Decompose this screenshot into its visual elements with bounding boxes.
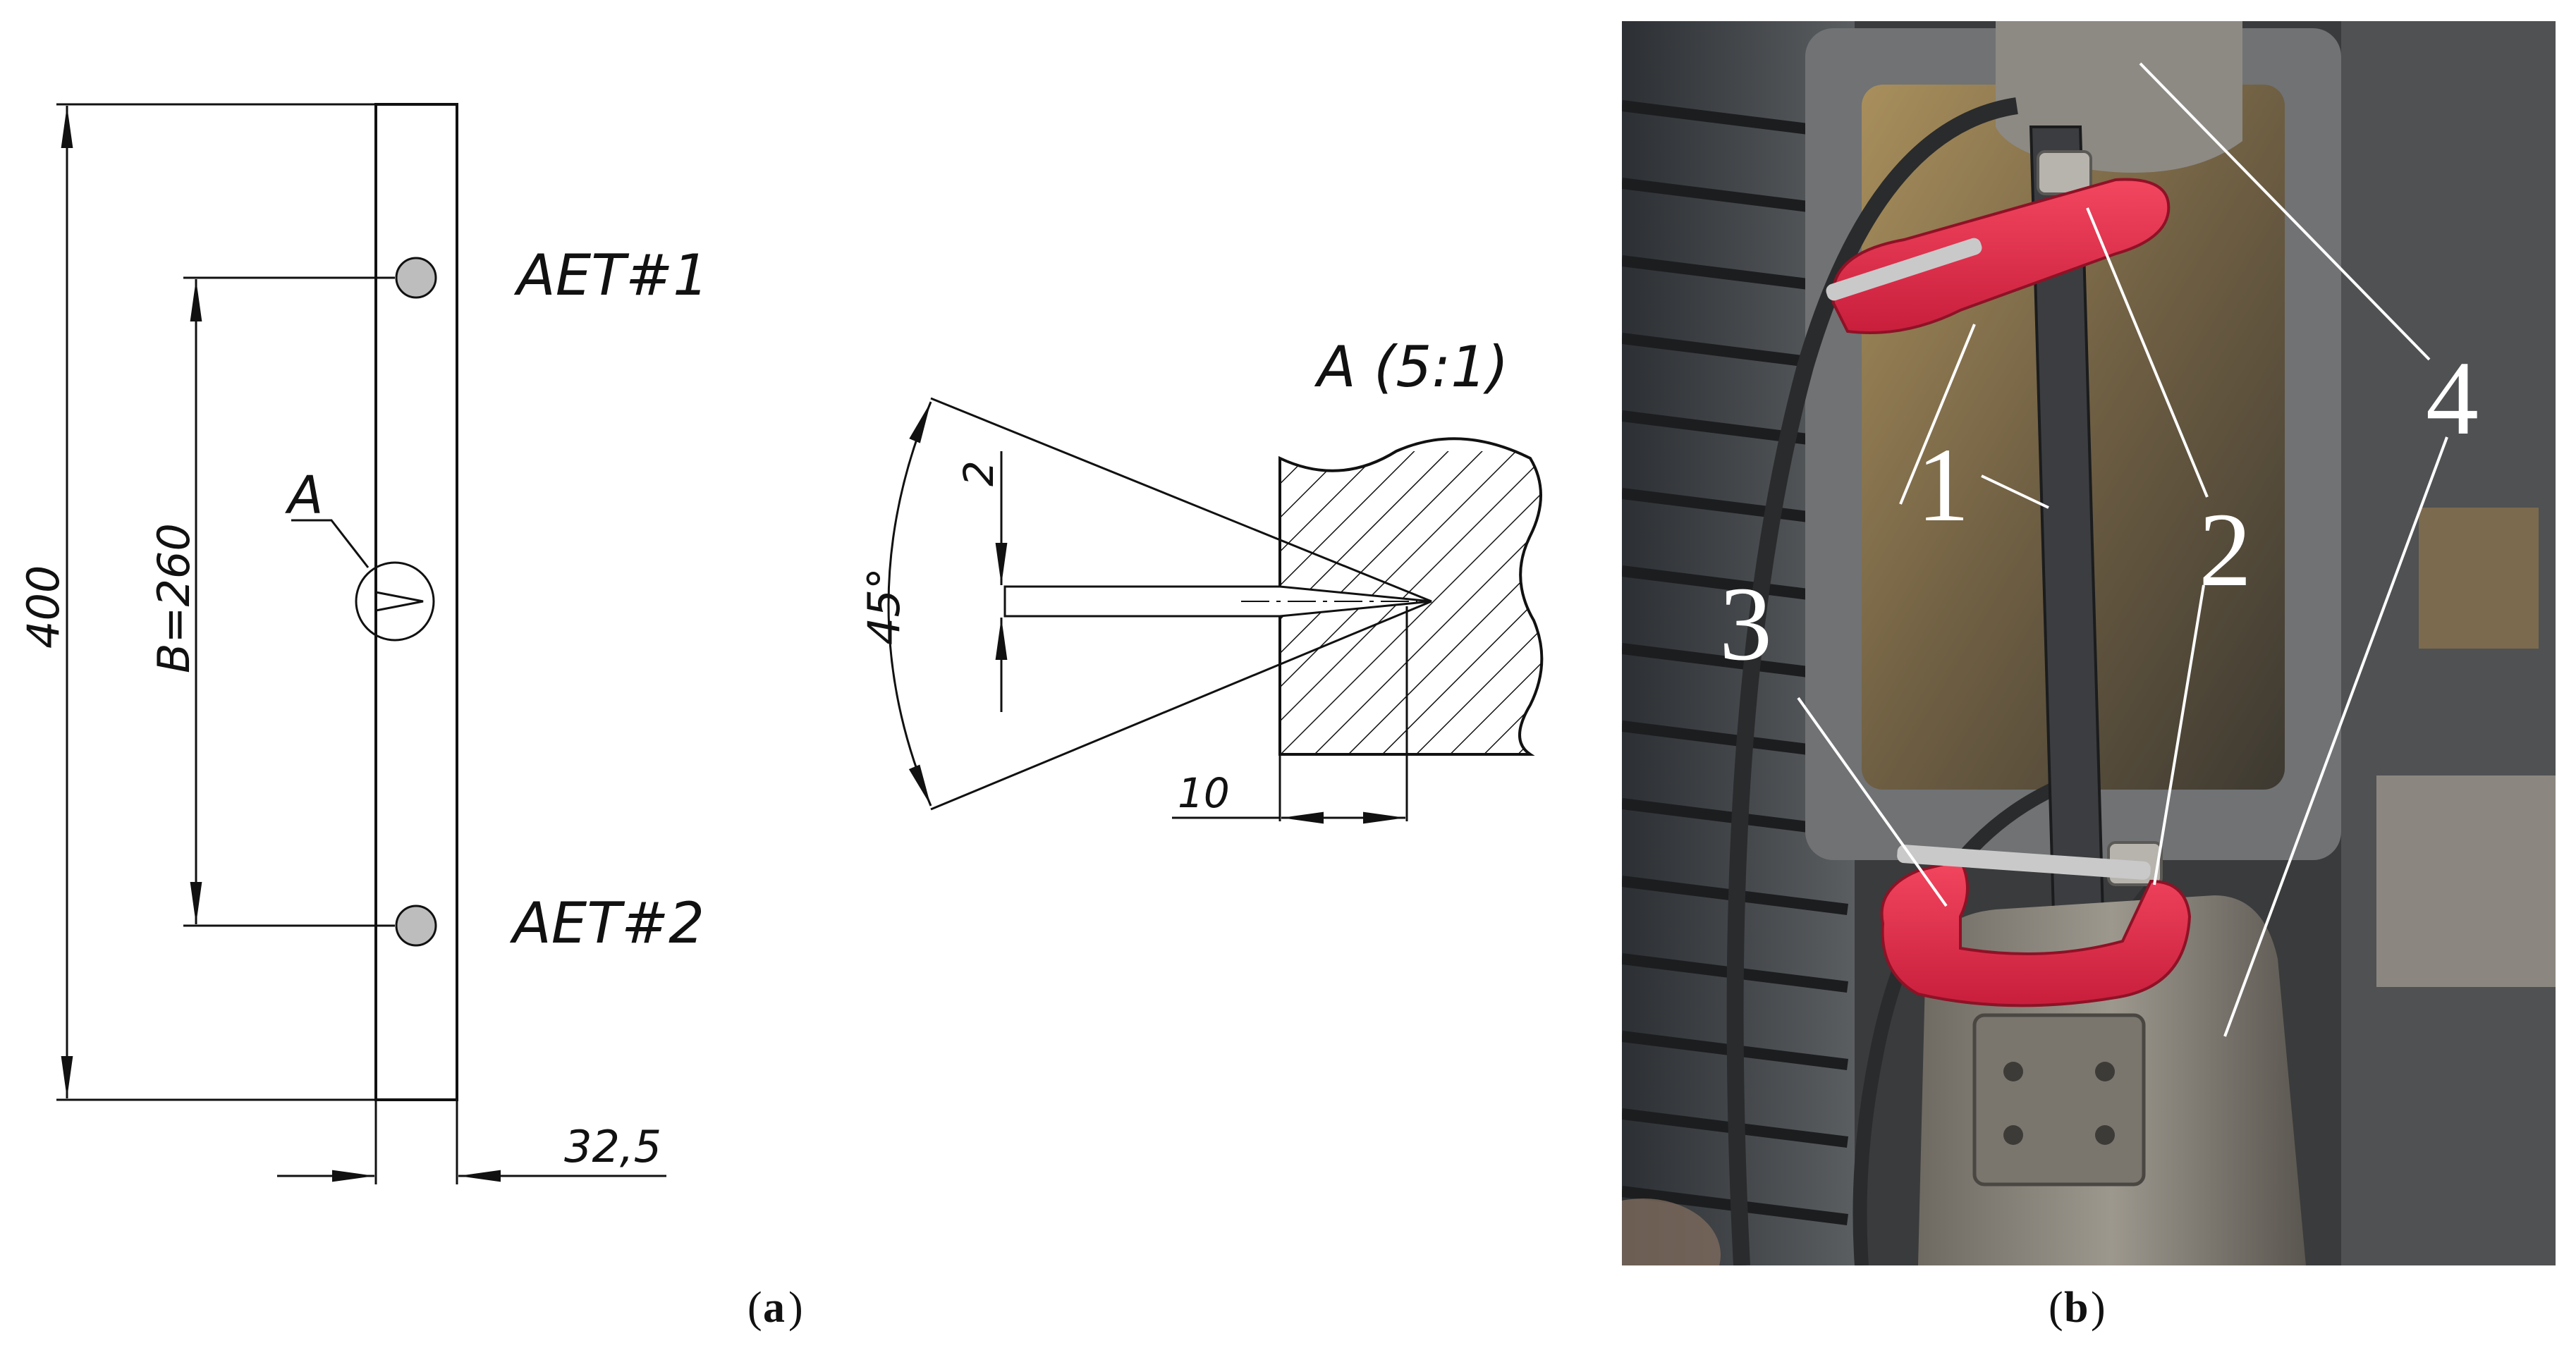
callout-4: 4 (2426, 340, 2479, 457)
sensor-cable-2 (1852, 768, 2090, 1265)
sensor-aet1-marker (395, 257, 437, 299)
angle-line-upper (930, 397, 1432, 603)
photo-callout-leaders (1797, 62, 2448, 1037)
svg-text:): ) (788, 1284, 803, 1332)
notch-width-label: 2 (955, 460, 1003, 486)
background-block (2419, 508, 2539, 649)
angle-arc (887, 401, 932, 807)
notch-slot (1003, 585, 1432, 618)
width-label: 32,5 (564, 1121, 661, 1172)
foreground-blur (1622, 1198, 1721, 1265)
notch-callout-circle (355, 561, 435, 642)
sensor-aet2-marker (395, 905, 437, 947)
caption-b-letter: b (2064, 1284, 2088, 1332)
detail-title: A (5:1) (1314, 334, 1508, 400)
clamp-upper (1831, 178, 2171, 334)
notch-depth-label: 10 (1178, 769, 1230, 817)
callout-2: 2 (2199, 491, 2252, 608)
caption-a: ( a ) (747, 1284, 803, 1332)
svg-text:): ) (2091, 1284, 2106, 1332)
sensor-1-label: AET#1 (513, 243, 709, 308)
photo-sensor-upper (2037, 150, 2092, 195)
sensor-spacing-label: B=260 (148, 523, 200, 673)
panel-b-photo (1622, 21, 2556, 1265)
notch-leader (291, 519, 370, 568)
section-outline (1278, 437, 1544, 756)
angle-line-lower (930, 600, 1432, 811)
louver-slats (1622, 100, 1848, 1225)
clamp-lower (1880, 858, 2192, 1007)
svg-text:(: ( (747, 1284, 762, 1332)
grip-face-plate (1972, 1013, 2146, 1187)
caption-a-letter: a (763, 1284, 785, 1332)
notch-marker-label: A (285, 465, 324, 526)
caption-b: ( b ) (2049, 1284, 2106, 1332)
notch-symbol (375, 591, 424, 612)
sensor-cable-1 (1726, 97, 2018, 1265)
notch-detail: A (5:1) 2 45° 10 (858, 334, 1544, 824)
background-fixture (2376, 775, 2556, 987)
callout-1: 1 (1917, 427, 1970, 544)
clamp-upper-screw (1826, 238, 1982, 301)
length-label: 400 (18, 565, 69, 649)
clamp-lower-screw (1897, 845, 2151, 880)
specimen-strip (374, 103, 458, 1101)
callout-3: 3 (1719, 565, 1772, 682)
angle-label: 45° (858, 568, 910, 645)
svg-text:(: ( (2049, 1284, 2063, 1332)
panel-a-drawing: A 400 B=260 32,5 AET#1 AET#2 (18, 103, 709, 1184)
sensor-2-label: AET#2 (509, 890, 704, 956)
